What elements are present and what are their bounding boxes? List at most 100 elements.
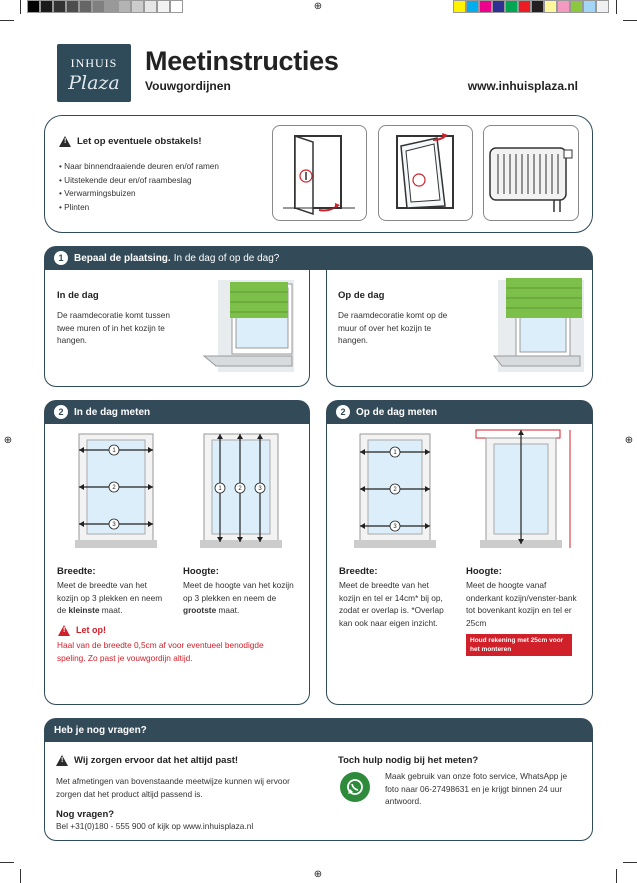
breedte-bold: kleinste	[68, 605, 100, 615]
page-subtitle: Vouwgordijnen	[145, 79, 231, 93]
color-swatch	[570, 0, 583, 13]
color-swatch	[79, 0, 92, 13]
registration-mark-icon: ⊕	[313, 1, 323, 12]
step2b-title: Op de dag meten	[356, 406, 438, 418]
guarantee-text: Met afmetingen van bovenstaande meetwijz…	[56, 776, 290, 799]
crop-mark	[20, 0, 21, 14]
hoogte-text: Meet de hoogte van het kozijn op 3 plekk…	[183, 579, 295, 617]
color-swatch	[453, 0, 466, 13]
op-hoogte-title: Hoogte:	[466, 566, 502, 577]
color-swatch	[479, 0, 492, 13]
breedte-title: Breedte:	[57, 566, 96, 577]
svg-text:2: 2	[393, 487, 397, 493]
list-item: Naar binnendraaiende deuren en/of ramen	[59, 160, 219, 174]
color-swatch	[92, 0, 105, 13]
color-swatch	[544, 0, 557, 13]
crop-mark	[0, 20, 14, 21]
in-de-dag-text: De raamdecoratie komt tussen twee muren …	[57, 310, 170, 345]
website-url: www.inhuisplaza.nl	[467, 79, 578, 93]
svg-text:3: 3	[393, 524, 397, 530]
breedte-text-post: maat.	[101, 605, 123, 615]
color-swatch	[518, 0, 531, 13]
crop-mark	[623, 862, 637, 863]
svg-text:1: 1	[218, 486, 222, 492]
color-swatch	[131, 0, 144, 13]
color-swatch	[596, 0, 609, 13]
hoogte-text-pre: Meet de hoogte van het kozijn op 3 plekk…	[183, 580, 294, 603]
questions-header: Heb je nog vragen?	[44, 718, 593, 742]
color-swatch	[144, 0, 157, 13]
step-number-badge: 1	[54, 251, 68, 265]
color-swatch	[66, 0, 79, 13]
crop-mark	[616, 869, 617, 883]
registration-mark-icon: ⊕	[624, 435, 634, 446]
op-dag-hoogte-illustration	[475, 429, 571, 548]
help-title: Toch hulp nodig bij het meten?	[338, 755, 479, 766]
color-swatch	[157, 0, 170, 13]
warning-icon: !	[56, 755, 68, 766]
crop-mark	[20, 869, 21, 883]
op-hoogte-text: Meet de hoogte vanaf onderkant kozijn/ve…	[466, 580, 577, 628]
in-de-dag-title: In de dag	[57, 290, 99, 301]
step2b-header: 2 Op de dag meten	[326, 400, 593, 424]
logo-line2: Plaza	[68, 72, 120, 94]
radiator-obstacle-illustration	[483, 125, 579, 221]
hoogte-note-badge: Houd rekening met 25cm voor het monteren	[466, 634, 572, 656]
let-op-title: Let op!	[76, 625, 106, 635]
window-obstacle-illustration	[378, 125, 473, 221]
color-swatch	[53, 0, 66, 13]
color-swatch	[492, 0, 505, 13]
let-op-text: Haal van de breedte 0,5cm af voor eventu…	[57, 640, 264, 663]
registration-mark-icon: ⊕	[3, 435, 13, 446]
hoogte-text-post: maat.	[218, 605, 240, 615]
door-obstacle-illustration	[272, 125, 367, 221]
list-item: Plinten	[59, 201, 219, 215]
svg-text:1: 1	[112, 448, 116, 454]
svg-text:2: 2	[238, 486, 242, 492]
color-swatch	[105, 0, 118, 13]
color-swatch	[170, 0, 183, 13]
op-breedte-title: Breedte:	[339, 566, 378, 577]
in-dag-hoogte-illustration: 1 2 3	[200, 433, 282, 548]
svg-text:1: 1	[393, 450, 397, 456]
nog-vragen-title: Nog vragen?	[56, 809, 115, 820]
registration-mark-icon: ⊕	[313, 869, 323, 880]
whatsapp-icon[interactable]	[340, 772, 370, 802]
op-de-dag-text: De raamdecoratie komt op de muur of over…	[338, 310, 448, 345]
color-swatch	[531, 0, 544, 13]
in-dag-breedte-illustration: 1 2 3	[75, 433, 157, 548]
warning-icon: !	[59, 136, 71, 147]
svg-text:2: 2	[112, 485, 116, 491]
color-swatch	[27, 0, 40, 13]
crop-mark	[0, 862, 14, 863]
guarantee-title-row: ! Wij zorgen ervoor dat het altijd past!	[56, 755, 238, 766]
obstacles-title: Let op eventuele obstakels!	[77, 136, 202, 148]
op-breedte-text: Meet de breedte van het kozijn en tel er…	[339, 580, 444, 628]
questions-box	[44, 731, 593, 841]
svg-text:3: 3	[112, 522, 116, 528]
step2a-header: 2 In de dag meten	[44, 400, 310, 424]
step1-title: Bepaal de plaatsing.	[74, 252, 171, 264]
svg-text:3: 3	[258, 486, 262, 492]
color-swatch	[505, 0, 518, 13]
guarantee-title: Wij zorgen ervoor dat het altijd past!	[74, 755, 239, 767]
nog-vragen-text: Bel +31(0)180 - 555 900 of kijk op www.i…	[56, 821, 254, 831]
logo-line1: INHUIS	[70, 56, 118, 70]
help-text: Maak gebruik van onze foto service, What…	[385, 771, 568, 806]
color-calibration-bar	[453, 0, 609, 13]
hoogte-title: Hoogte:	[183, 566, 219, 577]
step-number-badge: 2	[336, 405, 350, 419]
breedte-text: Meet de breedte van het kozijn op 3 plek…	[57, 579, 169, 617]
inhuis-plaza-logo: INHUIS Plaza	[57, 44, 131, 102]
crop-mark	[623, 20, 637, 21]
color-swatch	[118, 0, 131, 13]
let-op-row: ! Let op!	[58, 625, 106, 637]
red-warning-icon: !	[58, 625, 70, 637]
grayscale-calibration-bar	[27, 0, 183, 13]
obstacles-list: Naar binnendraaiende deuren en/of ramen …	[59, 160, 219, 214]
op-de-dag-title: Op de dag	[338, 290, 385, 301]
step2a-title: In de dag meten	[74, 406, 151, 418]
op-de-dag-illustration	[492, 278, 584, 372]
obstacles-box: ! Let op eventuele obstakels! Naar binnen…	[44, 115, 593, 233]
color-swatch	[40, 0, 53, 13]
